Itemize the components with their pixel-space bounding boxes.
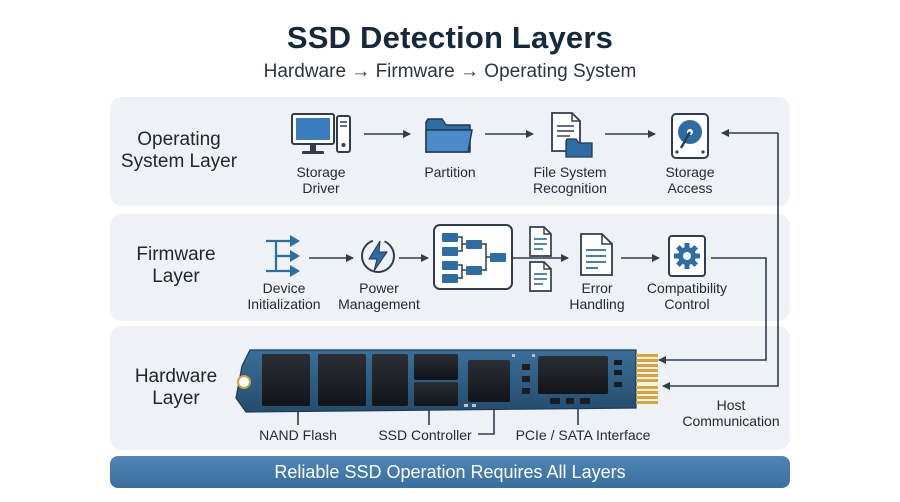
interface-chip — [538, 356, 608, 394]
firmware-layer-label-line2: Layer — [152, 266, 200, 287]
fw-item-label-line1: Compatibility — [646, 280, 728, 296]
firmware-layer-label: Firmware Layer — [101, 244, 251, 288]
fw-item-label-line1: Power — [359, 280, 399, 296]
os-layer-label: Operating System Layer — [104, 129, 254, 173]
fw-item-device-initialization: Device Initialization — [238, 280, 330, 312]
nand-chip-5 — [414, 382, 458, 406]
os-item-storage-driver: Storage Driver — [281, 164, 361, 196]
initialization-arrows-icon — [266, 235, 300, 277]
page-subtitle: Hardware → Firmware → Operating System — [263, 61, 637, 82]
loop-compat-to-interface — [658, 257, 767, 364]
fw-item-label-line2: Control — [664, 296, 710, 312]
file-system-icon — [551, 112, 593, 158]
fw-item-error-handling: Error Handling — [560, 280, 634, 312]
lightning-icon — [361, 239, 395, 273]
firmware-layer-label-line1: Firmware — [136, 244, 216, 265]
gear-icon — [668, 235, 706, 277]
loop-host-to-os — [662, 133, 779, 390]
os-layer-label-line1: Operating — [137, 129, 221, 150]
callout-interface: PCIe / SATA Interface — [515, 427, 651, 443]
nand-chip-4 — [414, 354, 458, 380]
hardware-layer-label-line2: Layer — [152, 388, 200, 409]
flowchart-icon — [433, 224, 513, 290]
nand-chip-3 — [372, 354, 408, 406]
os-item-file-system-recognition: File System Recognition — [520, 164, 620, 196]
fw-item-label-line2: Management — [338, 296, 420, 312]
hardware-layer-label-line1: Hardware — [134, 366, 218, 387]
os-item-label-line1: Storage — [665, 164, 715, 180]
os-item-label-line1: File System — [533, 164, 607, 180]
footer-banner: Reliable SSD Operation Requires All Laye… — [110, 456, 790, 488]
nand-chip-1 — [262, 354, 310, 406]
os-item-label-line2: Access — [667, 180, 713, 196]
host-label-line1: Host — [716, 397, 746, 413]
fw-item-compatibility-control: Compatibility Control — [636, 280, 738, 312]
callout-ssd-controller: SSD Controller — [378, 427, 472, 443]
controller-chip — [468, 360, 510, 402]
computer-monitor-icon — [291, 113, 351, 154]
os-item-label-line2: Driver — [302, 180, 340, 196]
os-item-label-line2: Recognition — [533, 180, 607, 196]
folder-icon — [425, 118, 473, 153]
fw-item-label-line1: Device — [262, 280, 306, 296]
os-item-partition: Partition — [410, 164, 490, 180]
fw-item-label-line1: Error — [581, 280, 613, 296]
callout-host-communication: Host Communication — [675, 397, 787, 429]
fw-item-power-management: Power Management — [330, 280, 428, 312]
fw-item-label-line2: Initialization — [247, 296, 321, 312]
fw-item-label-line2: Handling — [569, 296, 625, 312]
document-icon-small-top — [529, 226, 552, 257]
os-item-label-line1: Partition — [424, 164, 476, 180]
os-item-storage-access: Storage Access — [650, 164, 730, 196]
ssd-board — [235, 349, 658, 413]
hardware-layer-label: Hardware Layer — [101, 366, 251, 410]
os-item-label-line1: Storage — [296, 164, 346, 180]
callout-nand-flash: NAND Flash — [259, 427, 337, 443]
page-title: SSD Detection Layers — [286, 20, 614, 55]
hard-drive-icon — [671, 113, 709, 159]
nand-chip-2 — [318, 354, 366, 406]
document-icon-small-bottom — [529, 261, 552, 292]
os-layer-label-line2: System Layer — [120, 151, 238, 172]
document-icon — [580, 233, 613, 276]
host-label-line2: Communication — [682, 413, 780, 429]
